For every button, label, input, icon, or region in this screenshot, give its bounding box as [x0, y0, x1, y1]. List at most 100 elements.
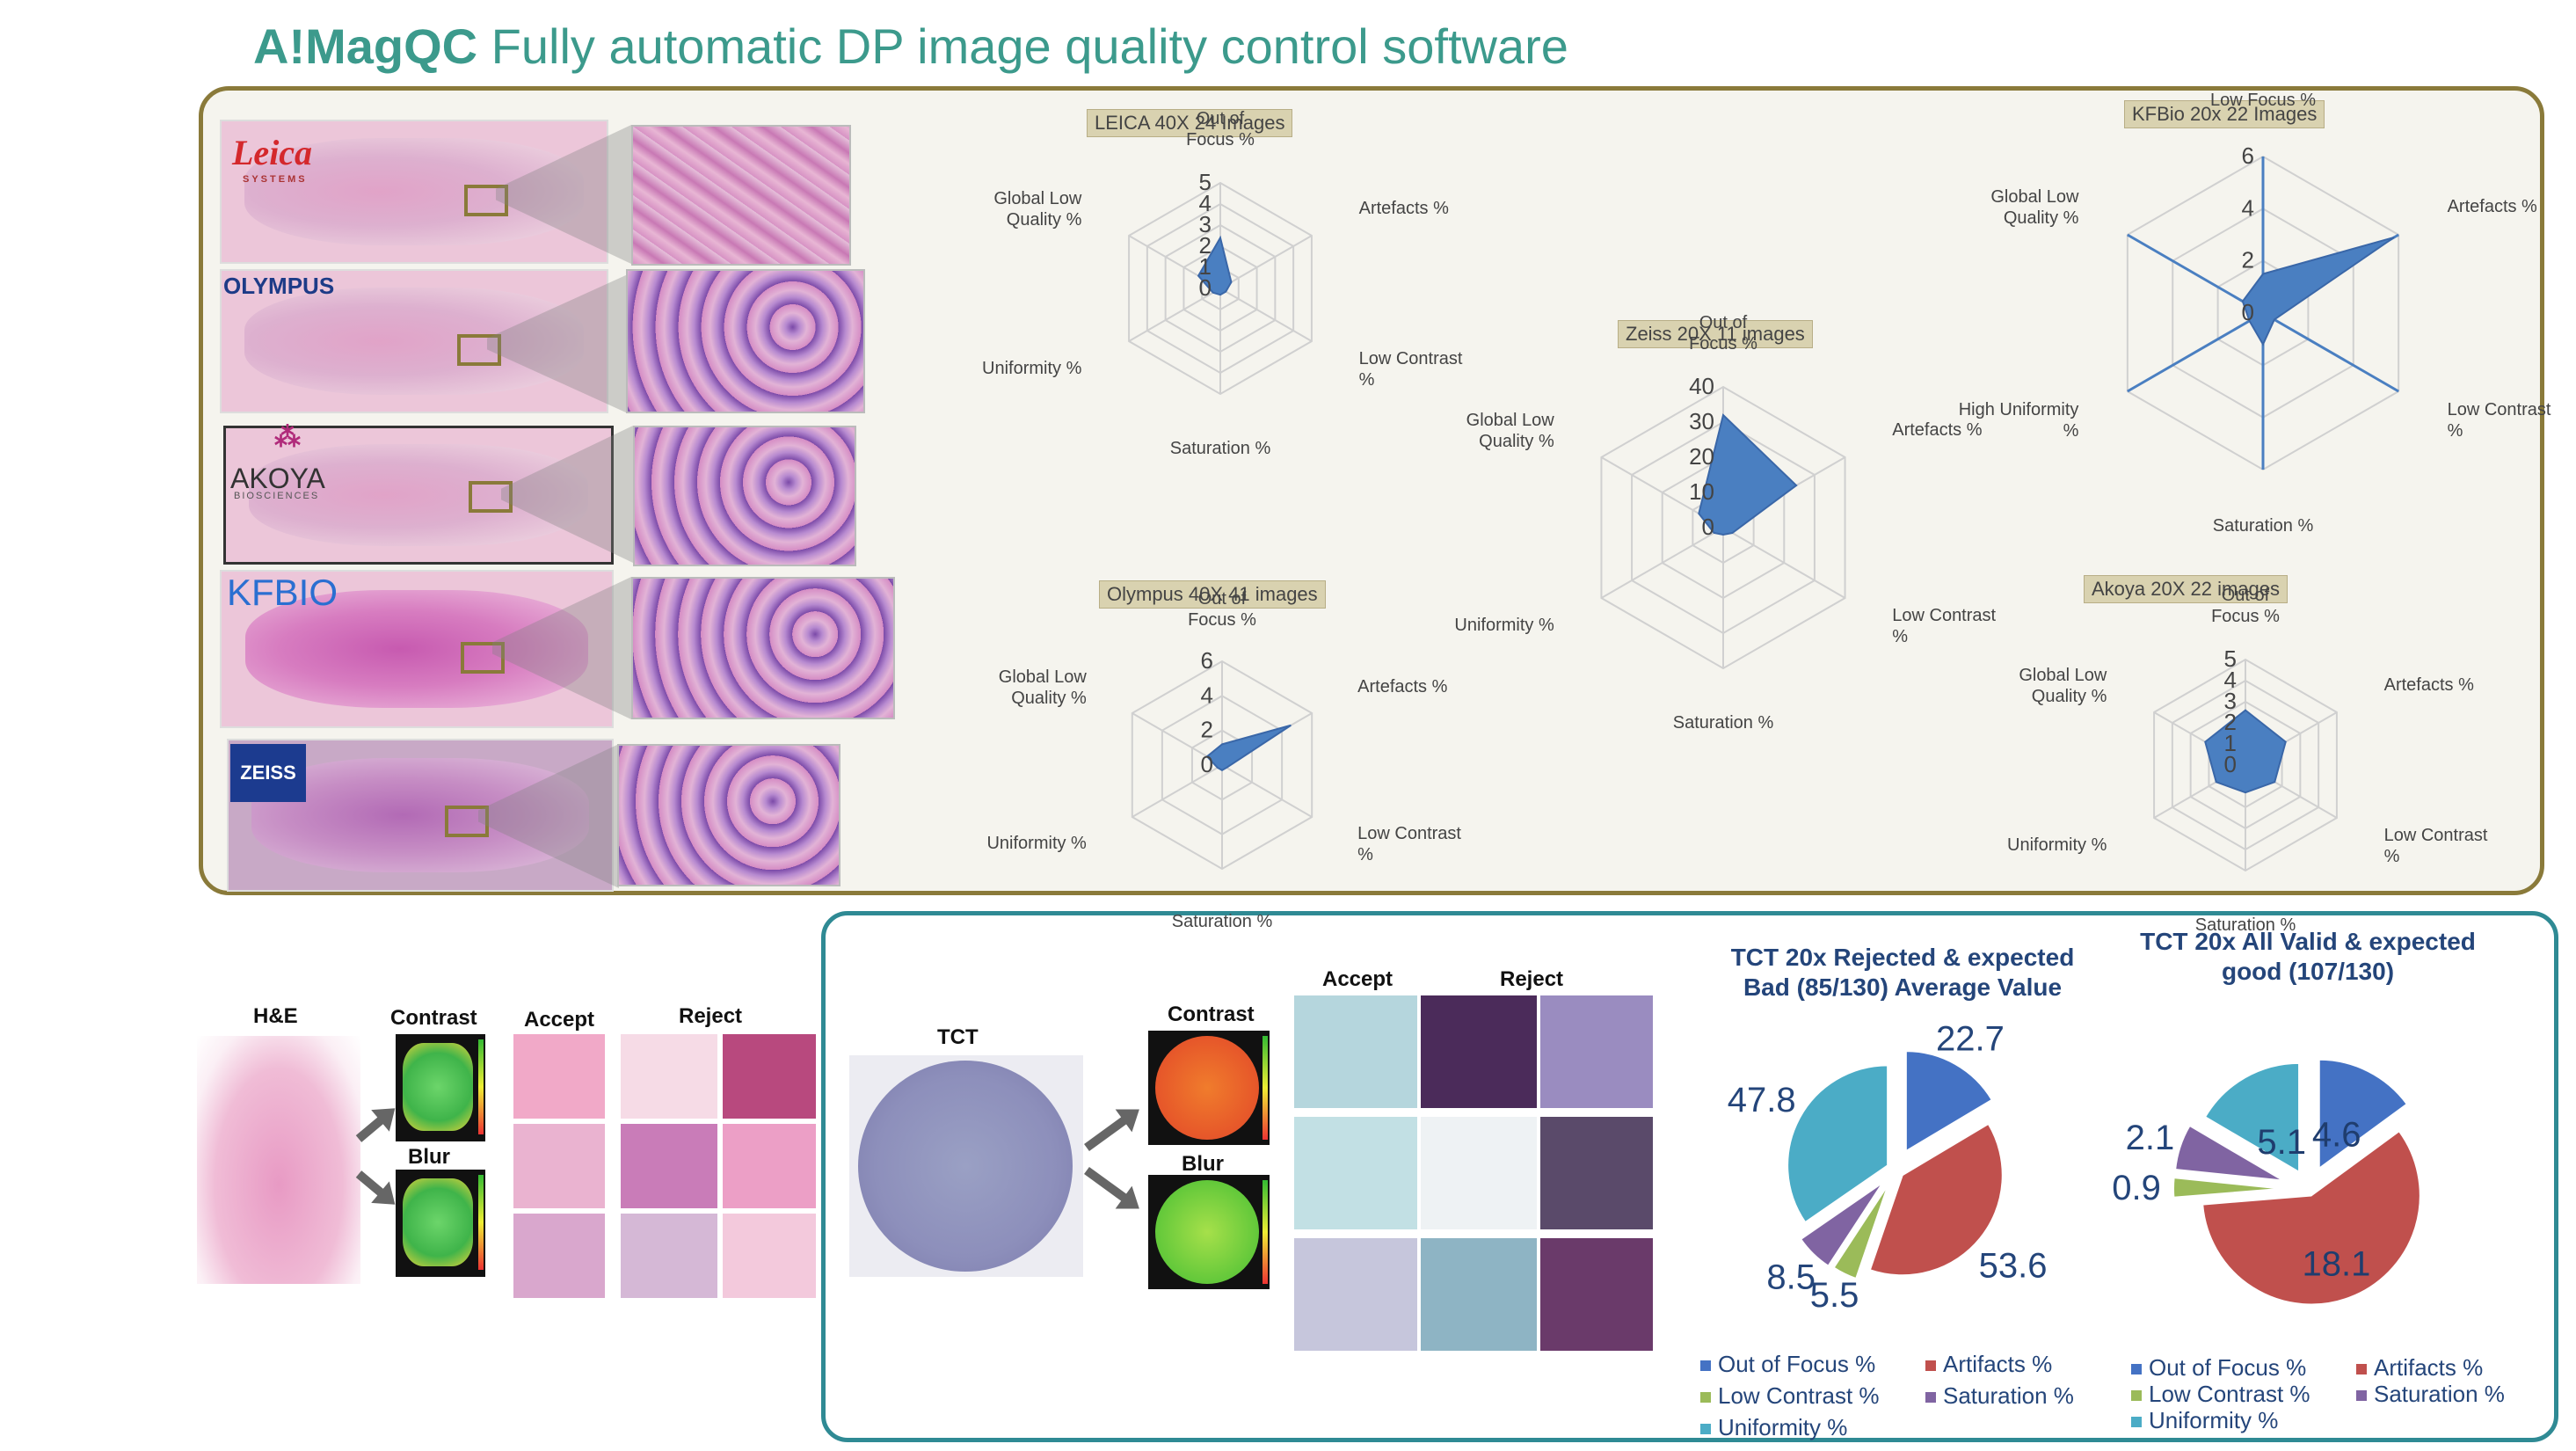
he-accept-label: Accept: [524, 1008, 595, 1032]
tct-reject-tile: [1421, 1238, 1537, 1351]
legend-swatch: [1925, 1392, 1936, 1404]
legend-item: Uniformity %: [1700, 1414, 1847, 1441]
pie-slice: [2201, 1129, 2421, 1306]
he-accept-tile: [513, 1214, 605, 1298]
radar-tick-label: 30: [1689, 408, 1714, 434]
radar-tick-label: 2: [2242, 247, 2254, 273]
kfbio-zoom: [631, 577, 895, 719]
radar-axis-label: Saturation %: [1673, 713, 1774, 733]
radar-axis-label: Saturation %: [1170, 439, 1271, 458]
radar-tick-label: 40: [1689, 373, 1714, 399]
he-reject-label: Reject: [679, 1004, 743, 1028]
radar-title-kfbio: KFBio 20x 22 Images: [2124, 100, 2325, 128]
radar-tick-label: 20: [1689, 443, 1714, 470]
radar-tick-label: 10: [1689, 478, 1714, 505]
he-reject-tile: [723, 1214, 816, 1298]
radar-spoke: [1128, 288, 1221, 342]
radar-tick-label: 3: [2224, 688, 2237, 714]
radar-spoke: [2262, 311, 2399, 393]
he-blur-label: Blur: [408, 1145, 450, 1169]
he-reject-tile: [621, 1034, 717, 1119]
legend-item: Artifacts %: [1925, 1351, 2052, 1378]
he-slide-image: [197, 1036, 360, 1284]
radar-spoke: [1722, 527, 1846, 599]
leica-logo-sub: SYSTEMS: [243, 174, 308, 185]
radar-axis-label: Low Contrast%: [2448, 400, 2551, 441]
radar-tick-label: 5: [2224, 645, 2237, 672]
page-title: A!MagQC Fully automatic DP image quality…: [253, 18, 1568, 75]
radar-title-leica: LEICA 40X 24 Images: [1087, 109, 1293, 137]
radar-tick-label: 4: [1201, 682, 1213, 708]
radar-title-olympus: Olympus 40X 41 images: [1099, 580, 1326, 609]
title-text: Fully automatic DP image quality control…: [477, 18, 1568, 74]
legend-item: Low Contrast %: [1700, 1382, 1880, 1410]
radar-tick-label: 0: [1702, 514, 1714, 540]
radar-axis-label: Uniformity %: [1454, 616, 1554, 635]
olympus-zoom: [626, 269, 865, 413]
radar-axis-label: Low Contrast%: [1359, 349, 1463, 390]
tct-label: TCT: [937, 1025, 979, 1049]
pie-data-label: 0.9: [2112, 1169, 2161, 1207]
radar-spoke: [1600, 527, 1724, 599]
pie-slice: [1904, 1050, 1994, 1153]
pie-data-label: 18.1: [2303, 1244, 2371, 1283]
legend-swatch: [1700, 1424, 1711, 1435]
pie-slice: [2174, 1124, 2284, 1182]
radar-spoke: [1219, 235, 1313, 289]
tct-accept-tile: [1294, 1238, 1417, 1351]
legend-item: Artifacts %: [2356, 1354, 2483, 1382]
pie-data-label: 8.5: [1766, 1258, 1816, 1297]
tct-accept-tile: [1294, 1117, 1417, 1229]
akoya-slide: [223, 426, 614, 565]
he-contrast-map: [396, 1034, 485, 1141]
radar-tick-label: 2: [1199, 232, 1212, 259]
radar-tick-label: 6: [2242, 142, 2254, 169]
kfbio-slide: [220, 570, 614, 728]
radar-tick-label: 1: [1199, 253, 1212, 280]
radar-tick-label: 0: [2224, 751, 2237, 777]
radar-spoke: [1221, 764, 1313, 818]
he-blur-map: [396, 1170, 485, 1277]
legend-swatch: [1700, 1392, 1711, 1404]
radar-axis-label: Artefacts %: [2448, 197, 2537, 216]
tct-contrast-label: Contrast: [1168, 1003, 1255, 1026]
radar-title-akoya: Akoya 20X 22 images: [2084, 575, 2289, 603]
tct-reject-tile: [1540, 995, 1653, 1108]
radar-axis-label: Uniformity %: [982, 359, 1082, 378]
pie-data-label: 5.5: [1810, 1276, 1859, 1315]
he-reject-tile: [723, 1034, 816, 1119]
legend-item: Out of Focus %: [2131, 1354, 2306, 1382]
radar-axis-label: Saturation %: [2195, 915, 2296, 935]
zeiss-logo: ZEISS: [230, 744, 306, 802]
tct-accept-tile: [1294, 995, 1417, 1108]
tct-contrast-map: [1148, 1031, 1270, 1145]
legend-item: Out of Focus %: [1700, 1351, 1875, 1378]
pie-data-label: 53.6: [1979, 1246, 2048, 1285]
radar-axis-label: Artefacts %: [2384, 675, 2474, 695]
pie-slice: [2318, 1058, 2409, 1170]
radar-spoke: [1132, 764, 1223, 818]
pie-slice: [1868, 1122, 2004, 1277]
radar-axis-label: Uniformity %: [986, 834, 1087, 853]
kfbio-logo: KFBIO: [227, 572, 338, 613]
pie-data-label: 2.1: [2126, 1119, 2175, 1157]
tct-reject-tile: [1421, 1117, 1537, 1229]
zeiss-zoom: [617, 744, 840, 886]
akoya-dots-icon: ⁂: [274, 423, 301, 452]
leica-logo: Leica: [232, 133, 313, 172]
legend-swatch: [2131, 1417, 2142, 1428]
legend-swatch: [1925, 1360, 1936, 1372]
he-accept-tile: [513, 1124, 605, 1208]
legend-swatch: [2131, 1364, 2142, 1375]
pie-slice: [1786, 1064, 1889, 1224]
radar-axis-label: Low Focus %: [2210, 91, 2316, 110]
akoya-logo: AKOYA: [230, 463, 325, 494]
legend-swatch: [1700, 1360, 1711, 1372]
pie-data-label: 22.7: [1936, 1019, 2005, 1058]
radar-axis-label: Artefacts %: [1892, 420, 1982, 440]
